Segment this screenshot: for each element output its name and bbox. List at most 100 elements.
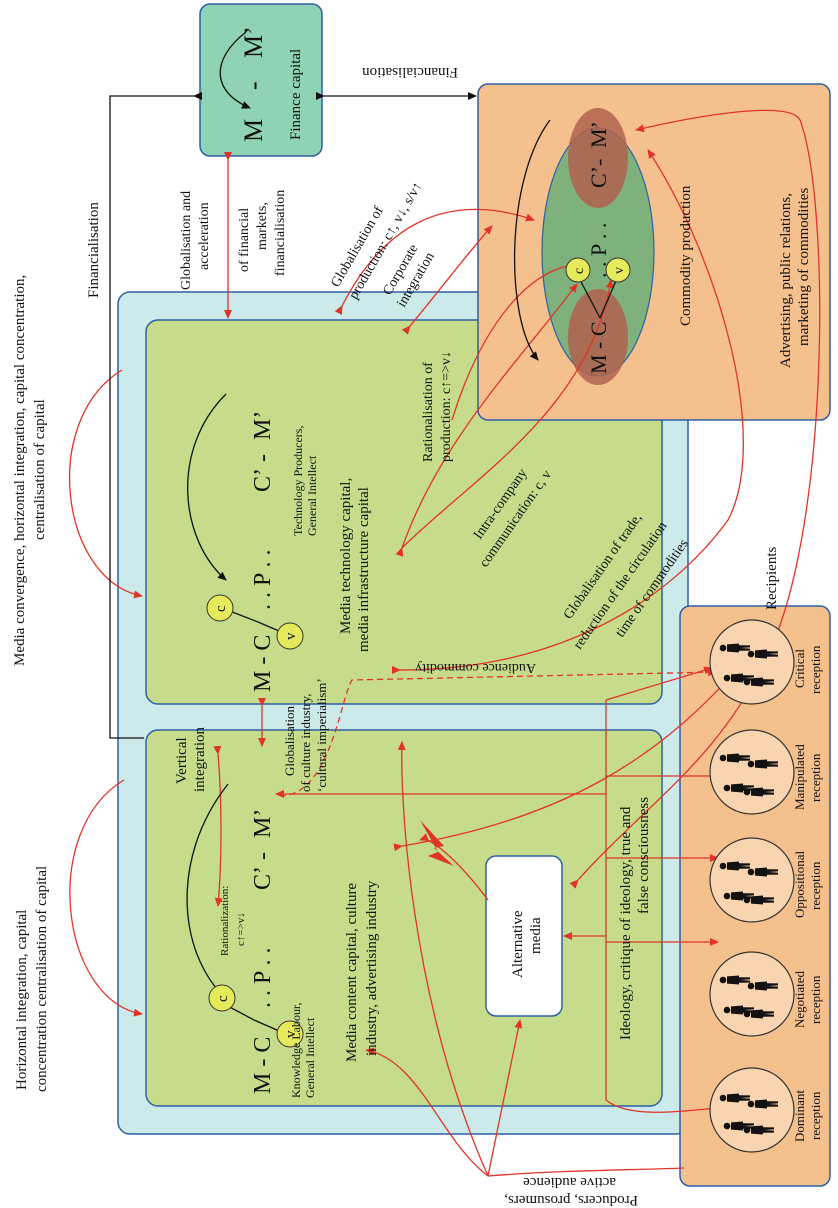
ideology-to-critical [605, 666, 713, 701]
technology-circuit-arc [187, 393, 227, 581]
advertising-line1: Advertising, public relations, [778, 193, 794, 368]
commodity-c-branch [577, 275, 601, 319]
recipient-manipulated-line1: Manipulated [792, 744, 807, 810]
horizontal-integration-line2: concentration centralisation of capital [34, 866, 50, 1092]
commodity-formula-m: M - C [586, 321, 611, 374]
recipient-dominant: Dominant reception [709, 1067, 823, 1153]
commodity-c-label: c [572, 268, 587, 274]
commodity-formula-c2: C’ [586, 166, 611, 188]
content-formula-p: . . P . . [250, 948, 276, 1008]
content-formula-mc: M - C [250, 1037, 276, 1094]
tech-formula-p: . . P . . [250, 550, 276, 610]
ideology-line2: false consciousness [636, 797, 652, 914]
finance-formula-m2: M’ [239, 26, 268, 58]
globalisation-culture-line3: ‘cultural imperialism’ [314, 678, 329, 792]
commodity-v-label: v [612, 267, 627, 274]
tech-v-label: v [283, 632, 299, 640]
recipients-title: Recipients [764, 547, 780, 610]
commodity-v-branch [599, 275, 619, 319]
advertising-arrow [569, 109, 821, 889]
recipient-negotiated-line2: reception [808, 975, 823, 1024]
content-formula-dash: - [250, 852, 276, 860]
recipient-oppositional-line2: reception [808, 861, 823, 910]
commodity-formula-dash: - [586, 159, 611, 166]
producers-line1: Producers, prosumers, [504, 1192, 638, 1208]
knowledge-labour-line1: Knowledge Labour, [289, 1003, 303, 1099]
alternative-media-box [485, 855, 563, 1017]
recipient-critical-line1: Critical [792, 649, 807, 688]
recipient-oppositional-line1: Oppositional [792, 850, 807, 918]
horizontal-integration-arrow [69, 779, 143, 1017]
tech-c-circle [206, 594, 234, 622]
commodity-v-circle [605, 257, 631, 283]
recipient-manipulated: Manipulated reception [709, 729, 823, 815]
tech-producers-line2: General Intellect [305, 455, 319, 536]
media-convergence-arrow [69, 369, 143, 599]
tech-capital-label-line1: Media technology capital, [338, 478, 354, 634]
globalisation-financial-line5: financialisation [273, 190, 288, 276]
recipient-negotiated: Negotiated reception [709, 951, 823, 1037]
vertical-integration-arrow [213, 745, 223, 907]
globalisation-culture-line1: Globalisation [282, 705, 297, 776]
recipient-critical-line2: reception [808, 645, 823, 694]
recipient-dominant-line2: reception [808, 1091, 823, 1140]
globalisation-financial-line4: markets, [255, 202, 270, 250]
content-circuit-arc [186, 783, 233, 1005]
horizontal-integration-line1: Horizontal integration, capital [14, 910, 30, 1090]
rationalization-line1: Rationalization: [219, 886, 231, 956]
tech-c-label: c [213, 605, 229, 612]
lightning-icon [420, 820, 454, 866]
vertical-integration-line1: Vertical [174, 737, 190, 784]
vertical-integration-line2: integration [192, 727, 208, 792]
recipient-dominant-line1: Dominant [792, 1090, 807, 1142]
content-to-commodity-arrow [393, 659, 746, 852]
globalisation-culture-line2: of culture industry, [298, 694, 313, 792]
globalisation-financial-line2: acceleration [197, 202, 212, 270]
content-formula-c2: C’ [250, 866, 276, 890]
globalisation-financial-line1: Globalisation and [179, 191, 194, 290]
financialisation-top-label: Financialisation [362, 64, 458, 80]
globalisation-financial-line3: of financial [237, 208, 252, 272]
tech-formula-mc: M - C [250, 635, 276, 692]
globalisation-trade-arrow [391, 149, 744, 675]
finance-capital-label: Finance capital [288, 49, 304, 140]
recipient-manipulated-line2: reception [808, 753, 823, 802]
commodity-formula-m2: M’ [586, 121, 611, 148]
knowledge-labour-line2: General Intellect [303, 1017, 317, 1098]
alternative-media-line2: media [528, 917, 544, 954]
commodity-production-label: Commodity production [678, 185, 694, 326]
producers-line2: active audience [523, 1174, 616, 1190]
finance-formula-m: M [239, 119, 268, 142]
media-convergence-line2: centralisation of capital [32, 399, 48, 540]
content-v-label: v [283, 1030, 299, 1038]
producers-to-recipients [487, 1167, 685, 1177]
financialisation-left-label: Financialisation [86, 202, 102, 298]
tech-formula-c2: C’ [250, 468, 276, 492]
content-c-label: c [215, 995, 231, 1002]
content-formula-m2: M’ [250, 809, 276, 838]
finance-circuit-arc [219, 31, 251, 109]
commodity-circuit-arc [513, 119, 551, 361]
content-capital-label-line1: Media content capital, culture [344, 883, 360, 1062]
rationalisation-production-line1: Rationalisation of [421, 362, 436, 462]
tech-formula-dash: - [250, 454, 276, 462]
tech-producers-line1: Technology Producers, [291, 426, 305, 536]
tech-v-circle [276, 622, 304, 650]
producers-to-content-arrow [365, 1047, 489, 1177]
tech-formula-m2: M’ [250, 411, 276, 440]
rationalisation-production-line2: production: c↑=>v↓ [439, 351, 454, 462]
tech-capital-label-line2: media infrastructure capital [356, 487, 372, 652]
rationalization-line2: c↑=>v↓ [235, 912, 247, 946]
ideology-to-dominant [605, 1099, 719, 1113]
commodity-c-circle [565, 257, 591, 283]
recipient-oppositional: Oppositional reception [709, 837, 823, 923]
producers-to-technology-arrow [397, 741, 489, 1177]
finance-capital-box [199, 3, 323, 157]
content-capital-label-line2: industry, advertising industry [364, 880, 380, 1056]
media-convergence-line1: Media convergence, horizontal integratio… [12, 275, 28, 666]
recipient-critical: Critical reception [709, 619, 823, 705]
advertising-line2: marketing of commodities [796, 188, 812, 346]
producers-to-alternative-arrow [487, 1019, 523, 1177]
ideology-line1: Ideology, critique of ideology, true and [618, 806, 634, 1040]
